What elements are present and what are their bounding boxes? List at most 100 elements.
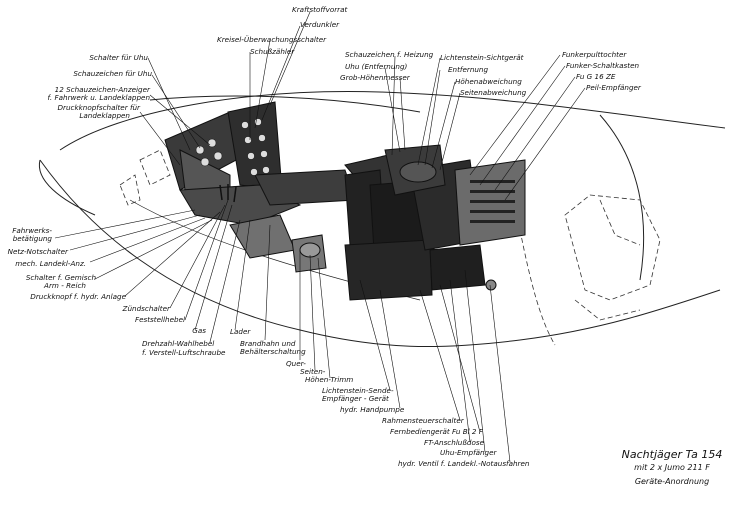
label-rahmensteuerschalter: Rahmensteuerschalter xyxy=(382,416,465,425)
label-trimm-quer: Quer- xyxy=(286,359,306,368)
canopy-frame-line xyxy=(149,95,421,113)
leader-line xyxy=(419,289,461,421)
canopy-upper-curve xyxy=(59,91,726,151)
dial xyxy=(262,166,270,174)
label-gas: Gas xyxy=(192,326,206,335)
dial xyxy=(250,168,258,176)
canopy-rear-frame xyxy=(599,114,645,281)
leader-line xyxy=(417,57,441,166)
leader-lines xyxy=(54,11,586,463)
diagram-title: Nachtjäger Ta 154 xyxy=(622,448,723,461)
leader-line xyxy=(439,284,481,433)
label-schauzeichen-uhu: Schauzeichen für Uhu xyxy=(73,69,152,78)
label-schalter-gemisch: Schalter f. Gemisch xyxy=(26,273,97,282)
label-brandhahn: Brandhahn und xyxy=(240,339,296,348)
label-fahrwerks: Fahrwerks- xyxy=(12,226,52,235)
console-bar xyxy=(254,169,356,206)
rear-frame-dashed xyxy=(519,229,556,346)
leader-line xyxy=(399,77,406,151)
floor-knob xyxy=(485,279,497,291)
label-fahrwerks-line2: betätigung xyxy=(13,234,53,243)
throttle-lever xyxy=(233,186,237,203)
leader-line xyxy=(424,69,441,166)
label-druckknopf-landeklappen-line2: Landeklappen xyxy=(79,111,130,120)
label-schauzeichen-heizung: Schauzeichen f. Heizung xyxy=(345,50,434,59)
leader-line xyxy=(439,92,461,171)
label-fernbediengeraet: Fernbediengerät Fu Bl 2 F xyxy=(390,427,484,436)
labels-bottom: Drehzahl-Wahlhebel f. Verstell-Luftschra… xyxy=(142,327,530,468)
label-kraftstoffvorrat: Kraftstoffvorrat xyxy=(292,5,349,14)
switch-row xyxy=(470,210,515,213)
label-grob-hoehenmesser: Grob-Höhenmesser xyxy=(340,73,411,82)
pedal-left-dashed xyxy=(119,174,141,206)
label-feststellhebel: Feststellhebel xyxy=(135,315,185,324)
hidden-lines xyxy=(119,149,661,346)
throttle-lever xyxy=(219,184,223,201)
leader-line xyxy=(469,54,561,176)
dial xyxy=(247,152,255,160)
switch-row xyxy=(470,220,515,223)
label-lader: Lader xyxy=(230,327,251,336)
leader-line xyxy=(194,204,233,331)
lower-radio-block xyxy=(344,239,433,301)
leader-line xyxy=(494,76,576,191)
label-drehzahl-wahlhebel: Drehzahl-Wahlhebel xyxy=(142,339,214,348)
fuselage-right-curve xyxy=(519,289,721,341)
throttle-quadrant xyxy=(219,184,237,203)
leader-line xyxy=(151,74,201,149)
label-drehzahl-wahlhebel-line2: f. Verstell-Luftschraube xyxy=(142,348,226,357)
leader-line xyxy=(124,211,221,297)
leader-line xyxy=(69,214,201,251)
diagram-subtitle: mit 2 x Jumo 211 F xyxy=(634,463,710,472)
label-lichtenstein-sende: Lichtenstein-Sende- xyxy=(322,386,394,395)
label-schalter-gemisch-line2: Arm - Reich xyxy=(43,281,86,290)
leader-line xyxy=(209,219,241,343)
label-schauzeichen-anzeiger-line2: f. Fahrwerk u. Landeklappen xyxy=(48,93,151,102)
seat-frame-dashed xyxy=(564,194,661,301)
label-lichtenstein-sende-line2: Empfänger - Gerät xyxy=(322,394,390,403)
label-netz-notschalter: Netz-Notschalter xyxy=(8,247,69,256)
label-lichtenstein-sichtgeraet: Lichtenstein-Sichtgerät xyxy=(440,53,525,62)
dial xyxy=(213,151,223,161)
dial xyxy=(200,157,210,167)
label-hydr-ventil: hydr. Ventil f. Landekl.-Notausfahren xyxy=(398,459,530,468)
leader-line xyxy=(54,209,196,239)
dial xyxy=(260,150,268,158)
label-druckknopf-hydr: Druckknopf f. hydr. Anlage xyxy=(30,292,126,301)
label-trimm-seiten: Seiten- xyxy=(300,367,326,376)
label-uhu-entfernung: Uhu (Entfernung) xyxy=(345,62,408,71)
leader-line xyxy=(139,111,181,166)
label-uhu-empfaenger: Uhu-Empfänger xyxy=(440,448,498,457)
leader-line xyxy=(254,39,271,129)
leader-line xyxy=(479,65,566,186)
labels-top: Kraftstoffvorrat Verdunkler Kreisel-Über… xyxy=(217,5,642,97)
label-brandhahn-line2: Behälterschaltung xyxy=(240,347,306,356)
leader-line xyxy=(147,57,191,151)
switch-row xyxy=(470,180,515,183)
diagram-caption: Geräte-Anordnung xyxy=(635,477,709,486)
switch-row xyxy=(470,190,515,193)
leader-line xyxy=(449,279,471,443)
seat-lower-dashed xyxy=(574,299,641,321)
floor-box xyxy=(429,244,486,291)
fuselage-nose-curve xyxy=(38,159,96,216)
fuselage-outline xyxy=(38,91,726,348)
label-seitenabweichung: Seitenabweichung xyxy=(460,88,527,97)
label-funkerpulttochter: Funkerpulttochter xyxy=(562,50,627,59)
label-funker-schaltkasten: Funker-Schaltkasten xyxy=(566,61,640,70)
leader-line xyxy=(94,219,213,280)
label-schauzeichen-anzeiger: 12 Schauzeichen-Anzeiger xyxy=(55,85,151,94)
leader-line xyxy=(169,204,226,309)
dial xyxy=(258,134,266,142)
label-verdunkler: Verdunkler xyxy=(300,20,340,29)
seat-back-dashed xyxy=(599,199,641,246)
label-kreisel: Kreisel-Überwachungsschalter xyxy=(217,35,327,44)
leader-line xyxy=(309,254,316,371)
leader-line xyxy=(379,289,401,409)
labels-left: Schalter für Uhu Schauzeichen für Uhu 12… xyxy=(8,53,207,335)
leader-line xyxy=(359,279,391,391)
label-schusszaehler: Schußzähler xyxy=(250,47,295,56)
leader-line xyxy=(264,224,271,341)
leader-line xyxy=(269,11,311,106)
